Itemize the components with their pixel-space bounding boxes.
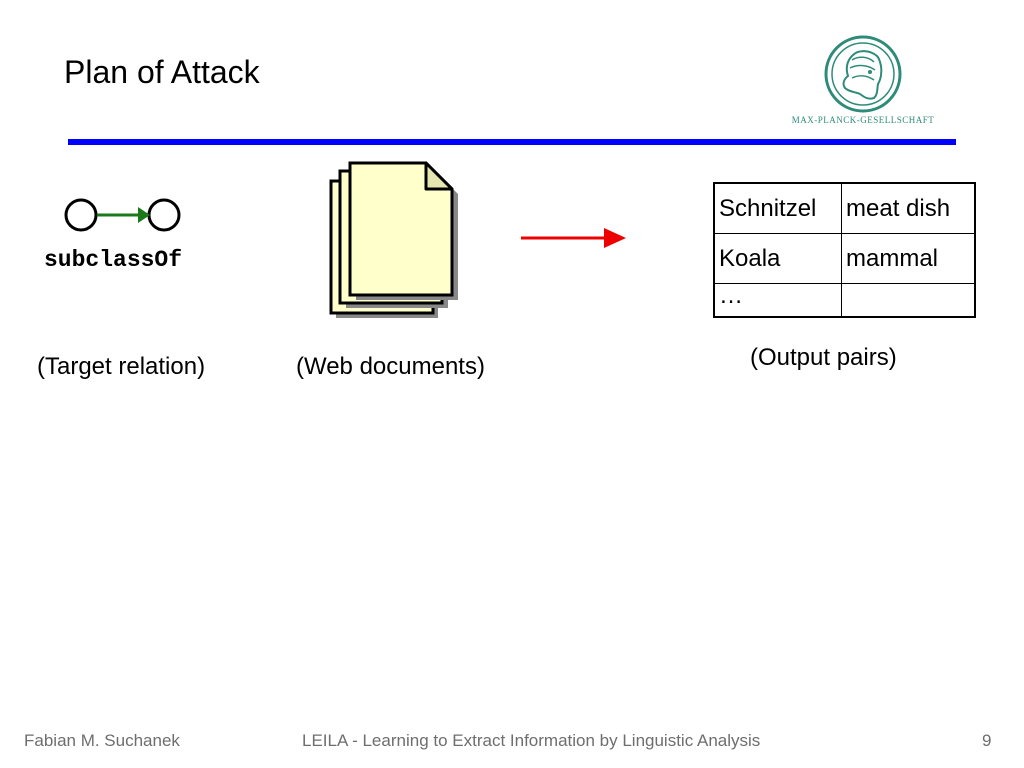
output-pairs-table: Schnitzel meat dish Koala mammal … (713, 182, 976, 318)
table-cell: mammal (841, 233, 976, 284)
web-documents-caption: (Web documents) (296, 353, 485, 380)
title-divider (68, 139, 956, 145)
logo-text: MAX-PLANCK-GESELLSCHAFT (792, 115, 935, 125)
right-arrow (518, 224, 630, 252)
table-cell: Schnitzel (713, 182, 842, 234)
slide-title: Plan of Attack (64, 54, 260, 90)
table-cell (841, 283, 976, 318)
table-cell: meat dish (841, 182, 976, 234)
right-arrow-icon (521, 228, 626, 248)
stacked-documents-icon (329, 161, 458, 318)
table-row: Koala mammal (713, 233, 976, 284)
table-row: Schnitzel meat dish (713, 182, 976, 234)
footer-title: LEILA - Learning to Extract Information … (302, 731, 761, 750)
target-node-icon (147, 198, 181, 232)
relation-arrowhead-icon (138, 207, 150, 223)
footer-author: Fabian M. Suchanek (24, 731, 180, 750)
web-documents-image (328, 158, 468, 323)
page-number: 9 (982, 731, 992, 750)
relation-graph (60, 195, 190, 235)
source-node-icon (64, 198, 98, 232)
target-relation-caption: (Target relation) (37, 353, 206, 380)
max-planck-logo: MAX-PLANCK-GESELLSCHAFT (782, 34, 944, 126)
minerva-seal-icon: MAX-PLANCK-GESELLSCHAFT (792, 35, 935, 125)
output-pairs-caption: (Output pairs) (750, 344, 897, 371)
relation-name: subclassOf (44, 247, 183, 273)
table-cell: … (713, 283, 842, 318)
table-row: … (713, 283, 976, 318)
table-cell: Koala (713, 233, 842, 284)
